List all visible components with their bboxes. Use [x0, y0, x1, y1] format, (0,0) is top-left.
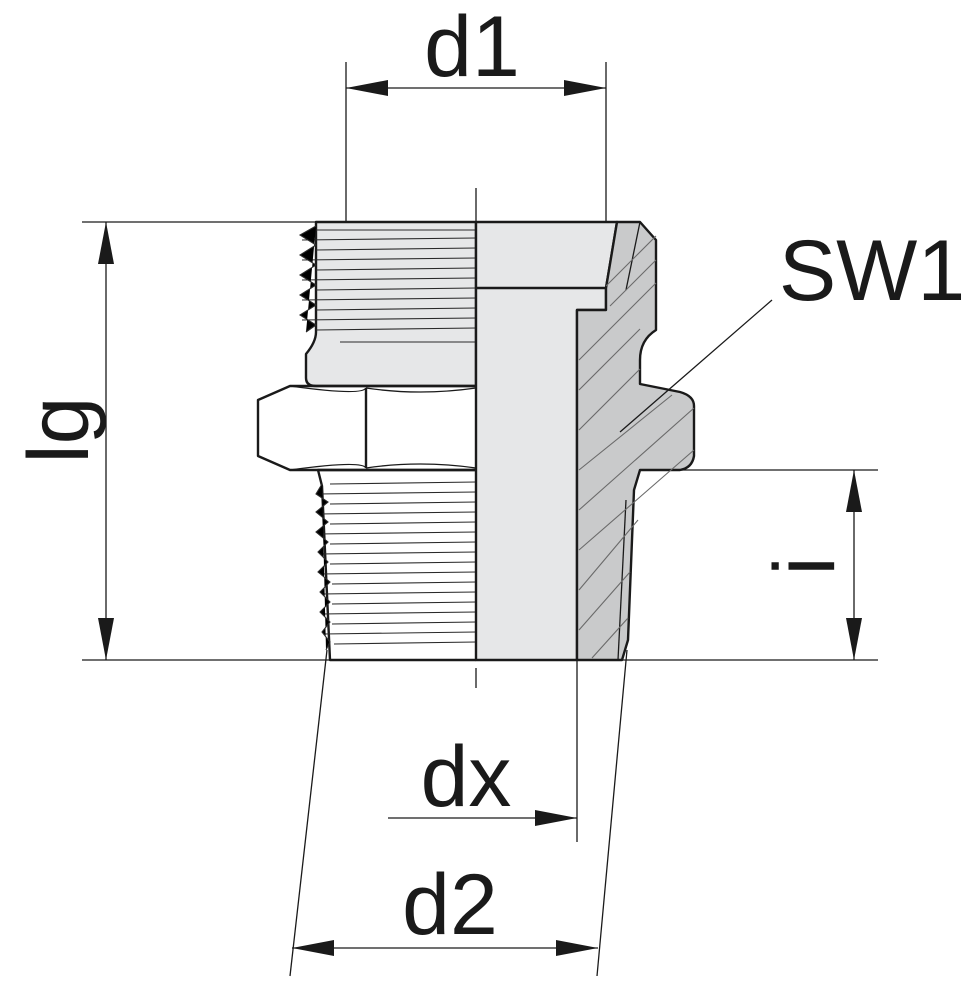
exterior-view [256, 220, 478, 662]
dimension-lg [98, 222, 114, 660]
label-sw1: SW1 [779, 223, 965, 319]
label-lg: lg [11, 397, 107, 464]
lower-thread [315, 481, 477, 651]
section-view [474, 220, 773, 662]
label-dx: dx [421, 729, 512, 825]
sw1-leader [619, 299, 773, 433]
dimension-dx [388, 810, 577, 826]
label-i: i [757, 556, 853, 575]
label-d1: d1 [424, 0, 520, 95]
section-hatching [578, 235, 695, 659]
upper-thread [298, 225, 477, 343]
dimension-d2 [292, 940, 598, 956]
label-d2: d2 [402, 857, 498, 953]
dimension-i [846, 470, 862, 660]
dimension-d1 [346, 80, 606, 96]
wall-section [575, 220, 696, 662]
